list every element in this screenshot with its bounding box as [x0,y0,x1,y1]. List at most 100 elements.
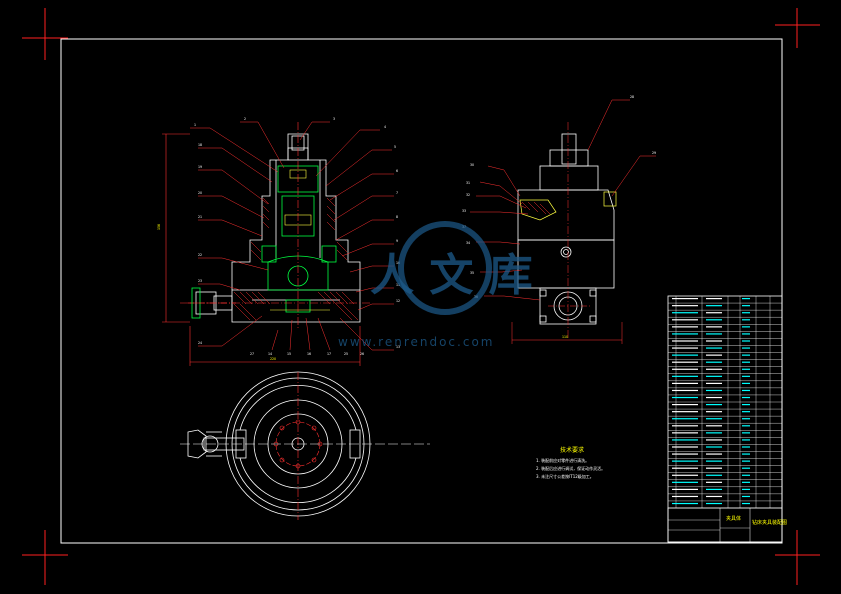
drawing-border [60,38,783,544]
balloon-label: 13 [396,345,400,349]
side-view: 110 28 29 30 31 32 33 34 35 36 37 [462,95,656,344]
parts-list [667,295,783,543]
parts-cell-mark [706,432,722,434]
parts-cell-mark [742,488,750,490]
parts-cell-mark [672,312,698,314]
title-block-drawing: 钻床夹具装配图 [752,519,787,526]
parts-cell-mark [706,319,722,321]
parts-cell-mark [706,326,722,328]
parts-cell-mark [672,432,698,434]
balloon-label: 33 [462,209,466,213]
parts-cell-mark [672,382,698,384]
parts-cell-mark [706,495,722,498]
balloon-label: 7 [396,191,398,195]
parts-cell-mark [672,361,698,363]
front-dim-height: 156 [157,224,161,230]
parts-cell-mark [742,418,750,420]
parts-cell-mark [742,319,750,321]
balloon-label: 3 [333,117,335,121]
balloon-label: 24 [198,341,202,345]
parts-cell-mark [672,347,698,349]
parts-cell-mark [672,425,698,427]
parts-cell-mark [706,481,722,483]
parts-cell-mark [706,474,722,476]
parts-cell-mark [706,375,722,377]
parts-cell-mark [742,439,750,441]
balloon-label: 2 [244,117,246,121]
watermark-url: www.renrendoc.com [338,335,494,349]
tech-requirement-line: 3. 未注尺寸公差按IT12级加工。 [536,473,594,479]
balloon-label: 31 [466,181,470,185]
parts-cell-mark [706,453,722,455]
parts-cell-mark [742,396,750,399]
parts-cell-mark [706,425,722,427]
parts-cell-mark [672,495,698,498]
title-block: 夹具体 钻床夹具装配图 [667,507,787,543]
watermark: 人 文 库 www.renrendoc.com [338,221,533,349]
front-balloons-top: 1 2 3 4 [194,117,386,129]
parts-cell-mark [672,474,698,476]
side-dim-width: 110 [562,335,568,339]
parts-cell-mark [672,375,698,377]
parts-cell-mark [706,340,722,342]
parts-cell-mark [742,460,750,462]
watermark-logo: 人 文 库 [370,250,533,301]
balloon-label: 34 [466,241,470,245]
front-dim-width: 220 [270,357,276,361]
parts-cell-mark [706,389,722,392]
balloon-label: 15 [287,352,291,356]
parts-cell-mark [742,467,750,469]
parts-cell-mark [672,404,698,406]
balloon-label: 4 [384,125,386,129]
front-section-view: 156 220 [157,117,400,366]
front-balloons-bottom: 14 15 16 17 25 26 27 [250,352,364,356]
parts-cell-mark [672,396,698,399]
front-balloons-left: 18 19 20 21 22 23 24 [198,143,202,345]
balloon-label: 12 [396,299,400,303]
parts-cell-mark [672,389,698,392]
balloon-label: 11 [396,283,400,287]
balloon-label: 20 [198,191,202,195]
parts-cell-mark [672,502,698,505]
parts-cell-mark [672,326,698,328]
parts-cell-mark [706,333,722,335]
balloon-label: 28 [630,95,634,99]
parts-cell-mark [706,382,722,384]
parts-cell-mark [672,467,698,469]
parts-cell-mark [742,453,750,455]
balloon-label: 1 [194,123,196,127]
parts-cell-mark [672,298,698,300]
parts-cell-mark [672,418,698,420]
parts-cell-mark [706,411,722,413]
parts-cell-mark [706,418,722,420]
parts-cell-mark [742,305,750,307]
balloon-label: 22 [198,253,202,257]
parts-cell-mark [672,368,698,370]
balloon-label: 27 [250,352,254,356]
parts-cell-mark [672,488,698,490]
balloon-label: 17 [327,352,331,356]
balloon-label: 9 [396,239,398,243]
parts-cell-mark [672,354,698,356]
parts-cell-mark [742,481,750,483]
tech-requirement-line: 1. 装配前应对零件进行清洗。 [536,457,589,463]
parts-cell-mark [672,340,698,342]
parts-cell-mark [742,298,750,300]
parts-cell-mark [672,333,698,335]
technical-requirements: 技术要求 1. 装配前应对零件进行清洗。 2. 装配后应进行调试，保证动作灵活。… [536,446,605,479]
parts-cell-mark [706,460,722,462]
tech-requirements-title: 技术要求 [560,446,584,454]
parts-cell-mark [742,333,750,335]
watermark-logo-ring [398,221,492,315]
parts-cell-mark [706,305,722,307]
corner-marks [22,8,820,585]
parts-cell-mark [706,488,722,490]
parts-cell-mark [742,361,750,363]
balloon-label: 35 [470,271,474,275]
balloon-label: 21 [198,215,202,219]
balloon-label: 23 [198,279,202,283]
parts-cell-mark [672,305,698,307]
top-view [180,371,430,520]
balloon-label: 16 [307,352,311,356]
balloon-label: 18 [198,143,202,147]
